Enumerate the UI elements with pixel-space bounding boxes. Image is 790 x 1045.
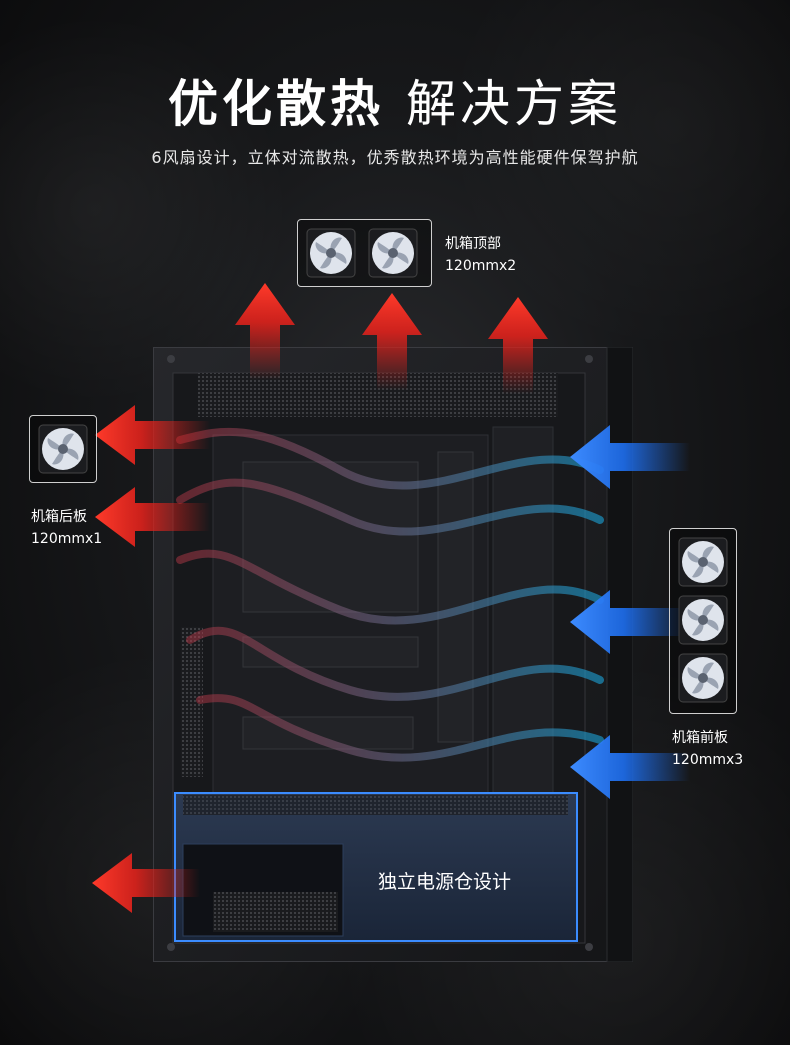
front-fan-box — [669, 528, 737, 714]
rear-fan-box — [29, 415, 97, 483]
top-fan-spec: 120mmx2 — [445, 258, 517, 274]
rear-fan-title: 机箱后板 — [31, 509, 87, 525]
pc-case-illustration — [153, 347, 633, 962]
top-fan-label: 机箱顶部 120mmx2 — [445, 233, 516, 277]
front-intake-arrows — [570, 425, 690, 799]
fan-icon — [678, 595, 728, 645]
fan-icon — [306, 228, 356, 278]
internal-airflow — [176, 427, 604, 762]
fan-icon — [678, 537, 728, 587]
psu-chamber-label: 独立电源仓设计 — [378, 871, 512, 893]
top-fan-box — [297, 219, 432, 287]
top-fan-title: 机箱顶部 — [445, 236, 501, 252]
fan-icon — [678, 653, 728, 703]
front-fan-title: 机箱前板 — [672, 730, 728, 746]
subtitle: 6风扇设计，立体对流散热，优秀散热环境为高性能硬件保驾护航 — [151, 148, 639, 167]
top-exhaust-arrows — [235, 283, 548, 394]
headline: 优化散热解决方案 — [0, 64, 790, 136]
headline-part1: 优化散热 — [168, 75, 384, 133]
rear-fan-spec: 120mmx1 — [31, 531, 103, 547]
front-fan-label: 机箱前板 120mmx3 — [672, 727, 743, 771]
headline-part2: 解决方案 — [406, 75, 622, 133]
fan-icon — [368, 228, 418, 278]
rear-fan-label: 机箱后板 120mmx1 — [31, 506, 102, 550]
rear-exhaust-arrows — [92, 405, 210, 913]
front-fan-spec: 120mmx3 — [672, 752, 744, 768]
fan-icon — [38, 424, 88, 474]
